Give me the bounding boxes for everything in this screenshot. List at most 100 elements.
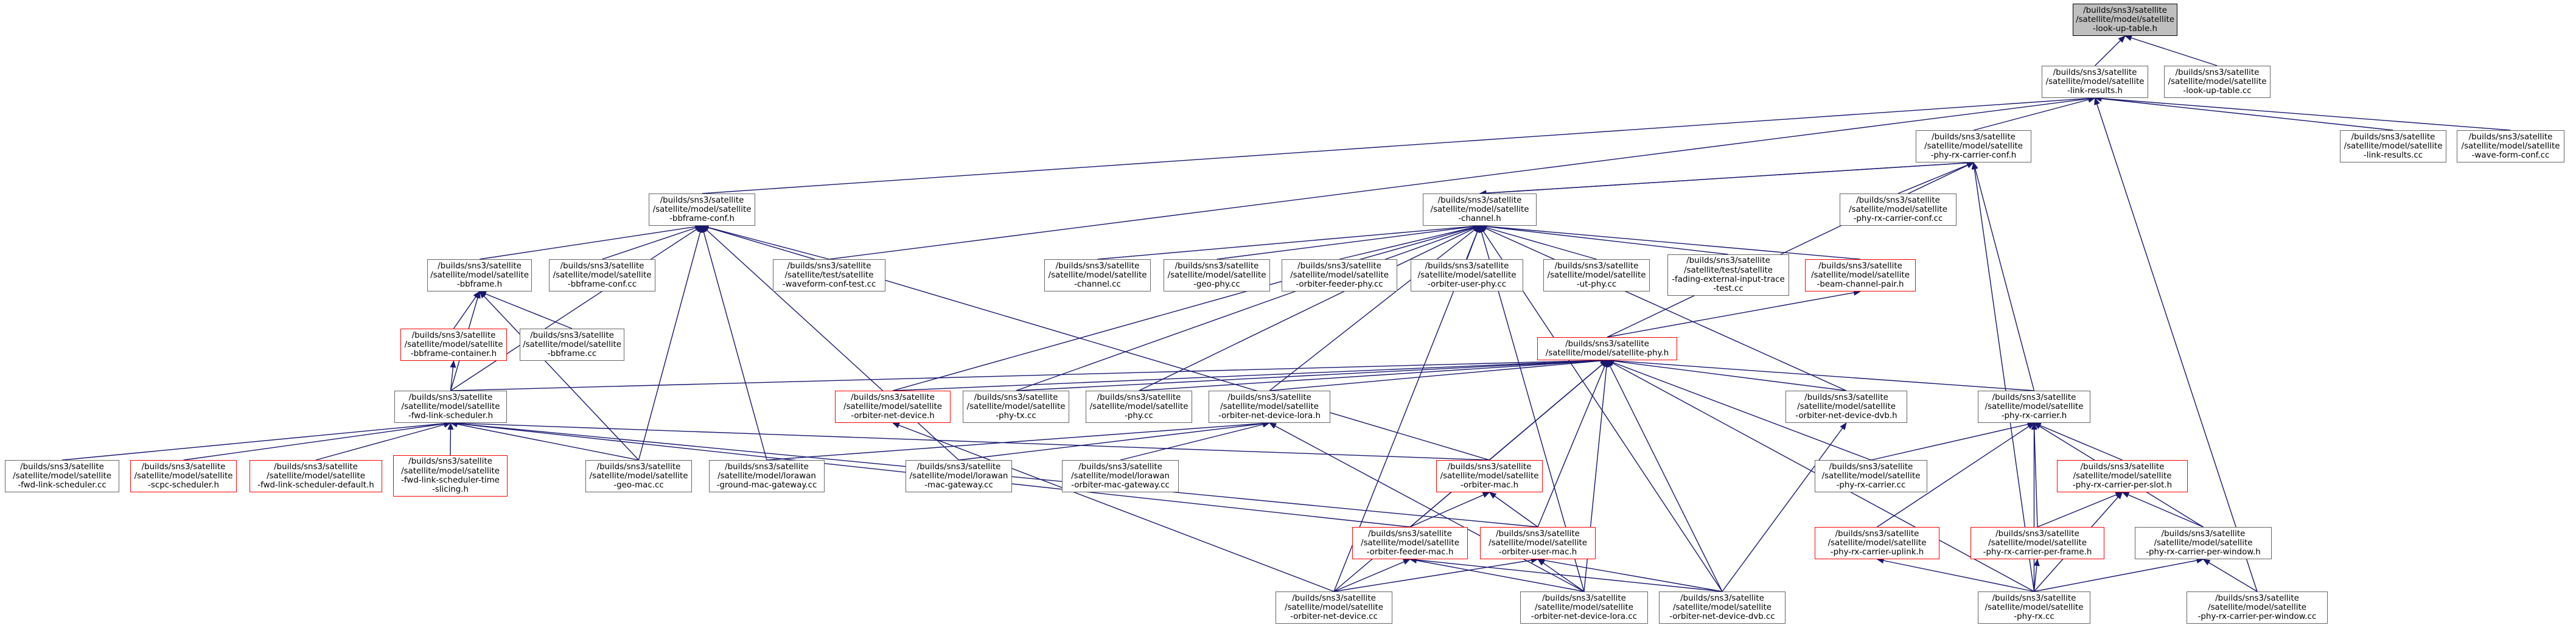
- node-satellite-fwd-link-scheduler-cc[interactable]: /builds/sns3/satellite/satellite/model/s…: [5, 460, 119, 492]
- dependency-edge: [1269, 422, 1585, 592]
- node-path-line: -bbframe-conf.cc: [567, 280, 637, 290]
- node-satellite-look-up-table-cc[interactable]: /builds/sns3/satellite/satellite/model/s…: [2164, 66, 2271, 98]
- dependency-edge: [1333, 557, 1538, 592]
- node-satellite-look-up-table-h: /builds/sns3/satellite/satellite/model/s…: [2073, 4, 2177, 36]
- node-satellite-phy-rx-carrier-per-frame-h[interactable]: /builds/sns3/satellite/satellite/model/s…: [1970, 527, 2104, 559]
- node-satellite-orbiter-net-device-h[interactable]: /builds/sns3/satellite/satellite/model/s…: [835, 391, 951, 423]
- node-path-line: -orbiter-net-device-dvb.cc: [1669, 612, 1775, 622]
- node-satellite-phy-rx-carrier-conf-h[interactable]: /builds/sns3/satellite/satellite/model/s…: [1916, 130, 2031, 162]
- node-satellite-geo-phy-cc[interactable]: /builds/sns3/satellite/satellite/model/s…: [1164, 259, 1270, 291]
- node-path-line: -phy-rx-carrier.h: [2001, 411, 2067, 421]
- dependency-edge: [2202, 559, 2258, 592]
- node-satellite-wave-form-conf-cc[interactable]: /builds/sns3/satellite/satellite/model/s…: [2457, 130, 2564, 162]
- node-path-line: -waveform-conf-test.cc: [782, 280, 876, 290]
- dependency-edge: [1409, 492, 1490, 528]
- node-satellite-bbframe-container-h[interactable]: /builds/sns3/satellite/satellite/model/s…: [400, 329, 507, 361]
- node-satellite-link-results-cc[interactable]: /builds/sns3/satellite/satellite/model/s…: [2340, 130, 2446, 162]
- node-satellite-phy-rx-carrier-uplink-h[interactable]: /builds/sns3/satellite/satellite/model/s…: [1815, 527, 1939, 559]
- dependency-edge: [2094, 95, 2511, 131]
- node-path-line: -geo-mac.cc: [613, 481, 664, 490]
- node-satellite-fwd-link-scheduler-h[interactable]: /builds/sns3/satellite/satellite/model/s…: [394, 391, 507, 423]
- node-satellite-orbiter-net-device-dvb-cc[interactable]: /builds/sns3/satellite/satellite/model/s…: [1659, 591, 1785, 624]
- node-satellite-orbiter-net-device-dvb-h[interactable]: /builds/sns3/satellite/satellite/model/s…: [1785, 391, 1907, 423]
- dependency-edge: [1479, 223, 1729, 255]
- node-satellite-waveform-conf-test-cc[interactable]: /builds/sns3/satellite/satellite/test/sa…: [773, 259, 885, 291]
- node-path-line: /satellite/model/satellite: [1430, 204, 1529, 214]
- node-satellite-bbframe-cc[interactable]: /builds/sns3/satellite/satellite/model/s…: [520, 329, 624, 361]
- node-path-line: /builds/sns3/satellite: [851, 392, 935, 402]
- node-satellite-geo-mac-cc[interactable]: /builds/sns3/satellite/satellite/model/s…: [585, 460, 692, 492]
- node-satellite-orbiter-net-device-cc[interactable]: /builds/sns3/satellite/satellite/model/s…: [1276, 591, 1392, 624]
- node-lorawan-mac-gateway-cc[interactable]: /builds/sns3/satellite/satellite/model/l…: [906, 460, 1012, 492]
- node-satellite-bbframe-h[interactable]: /builds/sns3/satellite/satellite/model/s…: [427, 259, 532, 291]
- node-path-line: -orbiter-mac.h: [1460, 481, 1519, 490]
- node-satellite-fwd-link-scheduler-default-h[interactable]: /builds/sns3/satellite/satellite/model/s…: [250, 460, 382, 492]
- node-satellite-scpc-scheduler-h[interactable]: /builds/sns3/satellite/satellite/model/s…: [130, 460, 237, 492]
- node-lorawan-ground-mac-gateway-cc[interactable]: /builds/sns3/satellite/satellite/model/l…: [709, 460, 825, 492]
- node-path-line: /satellite/model/satellite: [267, 471, 365, 481]
- node-path-line: /builds/sns3/satellite: [787, 261, 871, 271]
- node-path-line: -orbiter-net-device-dvb.h: [1795, 411, 1897, 421]
- node-satellite-orbiter-feeder-phy-cc[interactable]: /builds/sns3/satellite/satellite/model/s…: [1282, 259, 1397, 291]
- dependency-edge: [1479, 223, 1861, 260]
- node-lorawan-orbiter-mac-gateway-cc[interactable]: /builds/sns3/satellite/satellite/model/l…: [1062, 460, 1179, 492]
- node-path-line: /satellite/model/satellite: [1988, 538, 2087, 548]
- node-satellite-orbiter-mac-h[interactable]: /builds/sns3/satellite/satellite/model/s…: [1436, 460, 1543, 492]
- node-satellite-fading-external-input-trace-test-cc[interactable]: /builds/sns3/satellite/satellite/test/sa…: [1667, 254, 1789, 296]
- node-path-line: /satellite/model/satellite: [589, 471, 688, 481]
- node-path-line: /satellite/model/satellite: [1290, 270, 1389, 280]
- node-path-line: /builds/sns3/satellite: [725, 462, 809, 472]
- node-satellite-phy-tx-cc[interactable]: /builds/sns3/satellite/satellite/model/s…: [963, 391, 1069, 423]
- node-satellite-phy-rx-carrier-per-window-h[interactable]: /builds/sns3/satellite/satellite/model/s…: [2135, 527, 2272, 559]
- node-path-line: -orbiter-net-device.cc: [1290, 612, 1378, 622]
- node-satellite-phy-rx-carrier-cc[interactable]: /builds/sns3/satellite/satellite/model/s…: [1815, 460, 1927, 492]
- node-satellite-beam-channel-pair-h[interactable]: /builds/sns3/satellite/satellite/model/s…: [1805, 259, 1916, 291]
- node-satellite-ut-phy-cc[interactable]: /builds/sns3/satellite/satellite/model/s…: [1543, 259, 1650, 291]
- node-satellite-phy-rx-carrier-h[interactable]: /builds/sns3/satellite/satellite/model/s…: [1978, 391, 2090, 423]
- node-path-line: /satellite/model/satellite: [13, 471, 111, 481]
- node-path-line: /satellite/model/satellite: [1797, 402, 1896, 411]
- node-satellite-phy-cc[interactable]: /builds/sns3/satellite/satellite/model/s…: [1086, 391, 1192, 423]
- node-satellite-bbframe-conf-cc[interactable]: /builds/sns3/satellite/satellite/model/s…: [549, 259, 655, 291]
- node-path-line: /satellite/model/lorawan: [1071, 471, 1170, 481]
- node-path-line: /builds/sns3/satellite: [2080, 462, 2165, 472]
- node-satellite-orbiter-net-device-lora-h[interactable]: /builds/sns3/satellite/satellite/model/s…: [1209, 391, 1330, 423]
- node-path-line: /satellite/model/satellite: [1417, 270, 1517, 280]
- node-satellite-phy-rx-carrier-per-window-cc[interactable]: /builds/sns3/satellite/satellite/model/s…: [2187, 591, 2328, 624]
- node-satellite-bbframe-conf-h[interactable]: /builds/sns3/satellite/satellite/model/s…: [649, 194, 755, 226]
- node-path-line: -phy-rx.cc: [2014, 612, 2054, 622]
- node-satellite-phy-rx-carrier-per-slot-h[interactable]: /builds/sns3/satellite/satellite/model/s…: [2057, 460, 2188, 492]
- node-path-line: -phy-rx-carrier-per-window.cc: [2197, 612, 2317, 622]
- node-path-line: -ground-mac-gateway.cc: [716, 481, 817, 490]
- node-path-line: /builds/sns3/satellite: [1227, 392, 1311, 402]
- dependency-edge: [1607, 358, 1847, 391]
- dependency-edge: [450, 420, 1490, 461]
- node-satellite-fwd-link-scheduler-time-slicing-h[interactable]: /builds/sns3/satellite/satellite/model/s…: [393, 455, 508, 497]
- node-path-line: -test.cc: [1713, 284, 1744, 294]
- node-satellite-link-results-h[interactable]: /builds/sns3/satellite/satellite/model/s…: [2042, 66, 2148, 98]
- node-path-line: /builds/sns3/satellite: [1175, 261, 1259, 271]
- node-satellite-channel-h[interactable]: /builds/sns3/satellite/satellite/model/s…: [1423, 194, 1537, 226]
- node-satellite-channel-cc[interactable]: /builds/sns3/satellite/satellite/model/s…: [1044, 259, 1151, 291]
- node-satellite-phy-rx-cc[interactable]: /builds/sns3/satellite/satellite/model/s…: [1978, 591, 2090, 624]
- node-satellite-orbiter-net-device-lora-cc[interactable]: /builds/sns3/satellite/satellite/model/s…: [1520, 591, 1648, 624]
- node-path-line: -phy-rx-carrier-conf.cc: [1853, 214, 1943, 224]
- node-path-line: /satellite/model/satellite: [1285, 602, 1383, 612]
- node-satellite-phy-h[interactable]: /builds/sns3/satellite/satellite/model/s…: [1537, 337, 1677, 360]
- node-path-line: /builds/sns3/satellite: [1932, 132, 2016, 142]
- node-satellite-orbiter-user-mac-h[interactable]: /builds/sns3/satellite/satellite/model/s…: [1480, 527, 1596, 559]
- node-path-line: -phy-rx-carrier.cc: [1836, 481, 1906, 490]
- dependency-edge: [1409, 557, 1723, 592]
- node-path-line: /builds/sns3/satellite: [1292, 593, 1376, 603]
- node-satellite-orbiter-user-phy-cc[interactable]: /builds/sns3/satellite/satellite/model/s…: [1411, 259, 1523, 291]
- dependency-edge: [829, 96, 2096, 260]
- node-path-line: /builds/sns3/satellite: [1437, 195, 1522, 205]
- node-path-line: /builds/sns3/satellite: [1995, 529, 2079, 539]
- node-satellite-orbiter-feeder-mac-h[interactable]: /builds/sns3/satellite/satellite/model/s…: [1352, 527, 1468, 559]
- node-satellite-phy-rx-carrier-conf-cc[interactable]: /builds/sns3/satellite/satellite/model/s…: [1840, 194, 1956, 226]
- node-path-line: -phy-rx-carrier-per-slot.h: [2072, 481, 2173, 490]
- node-path-line: /satellite/model/satellite: [1924, 141, 2023, 151]
- node-path-line: -fwd-link-scheduler-default.h: [257, 481, 374, 490]
- dependency-edge: [450, 357, 1608, 391]
- dependency-edge: [1722, 422, 1847, 592]
